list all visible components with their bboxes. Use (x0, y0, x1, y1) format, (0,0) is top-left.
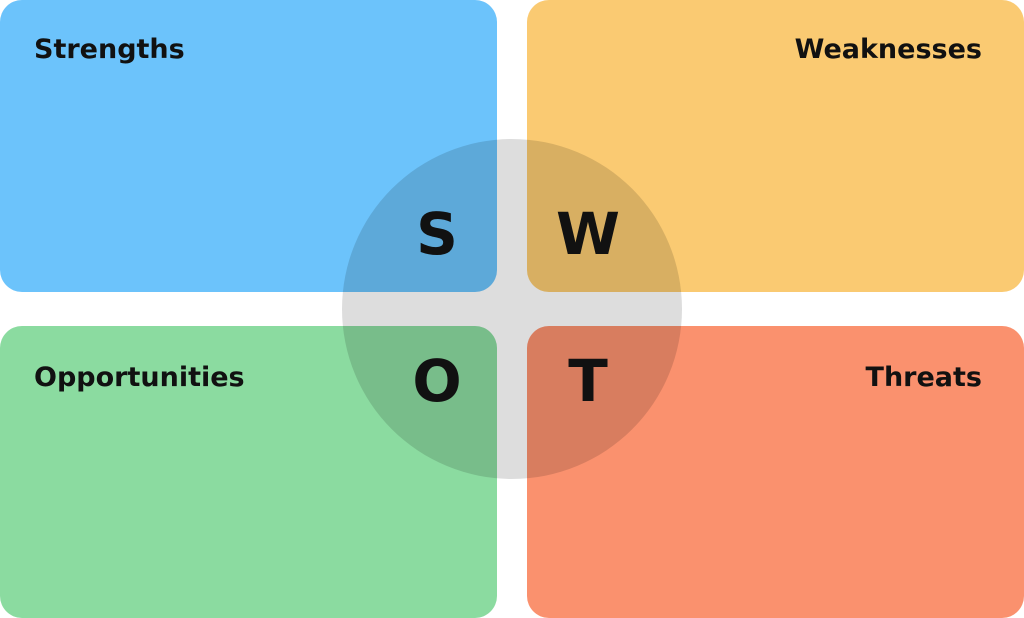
threats-label: Threats (865, 362, 982, 393)
weaknesses-box: Weaknesses (527, 0, 1024, 292)
letter-w: W (556, 200, 620, 268)
threats-box: Threats (527, 326, 1024, 618)
letter-t: T (568, 347, 608, 415)
opportunities-box: Opportunities (0, 326, 497, 618)
letter-o: O (412, 347, 462, 415)
center-circle (342, 139, 682, 479)
strengths-box: Strengths (0, 0, 497, 292)
strengths-label: Strengths (34, 34, 185, 65)
letter-s: S (416, 200, 458, 268)
weaknesses-label: Weaknesses (794, 34, 982, 65)
opportunities-label: Opportunities (34, 362, 245, 393)
